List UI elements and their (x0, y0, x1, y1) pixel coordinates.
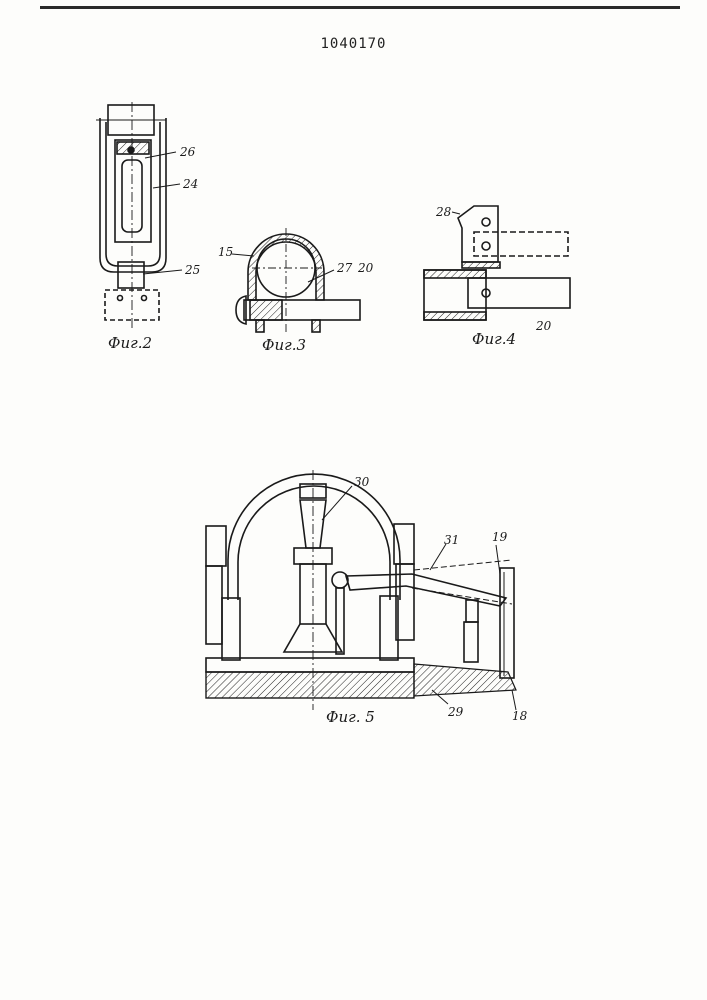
fig5-arm-post (466, 600, 478, 622)
fig5-dashed-upper (414, 560, 512, 570)
fig4-hole-upper (482, 218, 490, 226)
fig3-bar-section (250, 300, 282, 320)
fig4-weld (462, 262, 500, 268)
fig4-caption: Фиг.4 (472, 330, 516, 348)
fig2-label-26: 26 (179, 145, 196, 159)
fig2-label-25: 25 (184, 263, 200, 277)
fig4-bar (468, 278, 570, 308)
fig2-pin (128, 147, 134, 153)
fig4-hole-lower (482, 242, 490, 250)
fig5-arch-inner (238, 486, 390, 600)
fig2-slot-housing (115, 140, 151, 242)
fig5-leader-31 (430, 544, 446, 570)
fig5-wood-base (206, 672, 414, 698)
fig2-caption: Фиг.2 (108, 334, 152, 352)
fig2-hole-right (142, 296, 147, 301)
fig3-label-20: 20 (357, 261, 374, 275)
fig4-leader-28 (452, 212, 460, 214)
fig3-caption: Фиг.3 (262, 336, 306, 354)
fig5-label-19: 19 (492, 530, 508, 544)
fig5-left-motor (206, 526, 226, 566)
figure-2 (96, 102, 182, 330)
fig4-socket-top (424, 270, 486, 278)
fig4-label-28: 28 (435, 205, 452, 219)
fig3-foot-left (256, 320, 264, 332)
fig4-socket-bottom (424, 312, 486, 320)
fig5-arch-outer (228, 474, 400, 600)
fig5-leader-18 (512, 690, 516, 710)
fig5-label-18: 18 (512, 709, 528, 723)
fig5-right-frame (500, 568, 514, 678)
fig5-label-29: 29 (447, 705, 464, 719)
fig4-dashed-bar (474, 232, 568, 256)
fig5-caption: Фиг. 5 (326, 708, 375, 726)
fig4-label-20: 20 (535, 319, 552, 333)
fig2-hole-left (118, 296, 123, 301)
fig5-pivot (332, 572, 348, 588)
fig5-label-31: 31 (444, 533, 459, 547)
fig5-left-support (222, 598, 240, 660)
figure-5 (206, 470, 516, 710)
fig5-arm-jack (464, 622, 478, 662)
figure-3 (232, 228, 360, 335)
fig3-label-27: 27 (336, 261, 353, 275)
fig5-right-motor (394, 524, 414, 564)
fig5-leader-19 (496, 545, 500, 574)
fig2-outer-bracket (100, 118, 166, 272)
fig5-label-30: 30 (354, 475, 370, 489)
fig2-label-24: 24 (182, 177, 198, 191)
figure-4 (424, 206, 570, 320)
fig3-foot-right (312, 320, 320, 332)
fig3-label-15: 15 (218, 245, 233, 259)
fig4-bracket (458, 206, 498, 262)
fig5-left-post (206, 566, 222, 644)
fig3-leader-15 (232, 254, 254, 256)
